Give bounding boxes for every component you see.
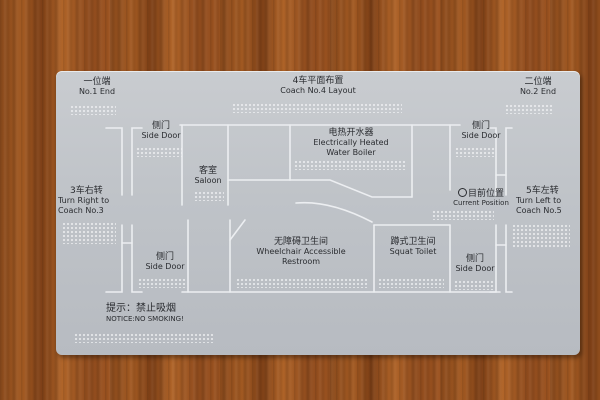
side-door-zh: 侧门: [151, 121, 170, 131]
side-door-top-right-label: 侧门 Side Door: [456, 121, 506, 141]
braille-no-smoking: [74, 333, 214, 343]
braille-accessible-restroom: [236, 278, 368, 288]
no1-end-label: 一位端 No.1 End: [72, 77, 122, 97]
saloon-zh: 客室: [198, 166, 217, 176]
no-smoking-notice: 提示：禁止吸烟 NOTICE:NO SMOKING!: [106, 303, 186, 323]
braille-current-position: [432, 210, 494, 220]
saloon-label: 客室 Saloon: [188, 166, 228, 186]
layout-title-en: Coach No.4 Layout: [280, 86, 356, 96]
water-boiler-zh: 电热开水器: [328, 128, 374, 138]
side-door-en: Side Door: [145, 262, 185, 272]
braille-water-boiler: [294, 160, 406, 170]
turn-right-en-line1: Turn Right to: [58, 196, 110, 206]
turn-right-en-line2: Coach No.3: [58, 205, 104, 215]
accessible-restroom-label: 无障碍卫生间 Wheelchair Accessible Restroom: [246, 237, 356, 266]
turn-right-zh: 3车右转: [70, 186, 103, 196]
braille-side-door-bottom-left: [138, 278, 186, 288]
side-door-en: Side Door: [141, 131, 181, 141]
water-boiler-label: 电热开水器 Electrically Heated Water Boiler: [296, 128, 406, 157]
side-door-zh: 侧门: [465, 254, 484, 264]
layout-title-zh: 4车平面布置: [292, 76, 344, 86]
no-smoking-en: NOTICE:NO SMOKING!: [106, 314, 184, 323]
no1-end-en: No.1 End: [78, 87, 116, 97]
squat-toilet-en: Squat Toilet: [389, 247, 437, 257]
braille-no2-end: [505, 104, 553, 114]
saloon-en: Saloon: [194, 176, 222, 186]
braille-turn-left: [512, 224, 570, 248]
no-smoking-zh: 提示：禁止吸烟: [106, 303, 176, 314]
accessible-restroom-en-line2: Restroom: [281, 256, 321, 266]
turn-right-label: 3车右转 Turn Right to Coach No.3: [58, 186, 122, 215]
braille-side-door-top-left: [136, 147, 182, 157]
turn-left-en-line2: Coach No.5: [516, 205, 562, 215]
current-position-label: 目前位置 Current Position: [450, 188, 512, 207]
accessible-restroom-zh: 无障碍卫生间: [273, 237, 328, 247]
water-boiler-en-line1: Electrically Heated: [313, 138, 389, 148]
squat-toilet-zh: 蹲式卫生间: [390, 237, 436, 247]
accessible-restroom-en-line1: Wheelchair Accessible: [256, 247, 346, 257]
braille-squat-toilet: [378, 278, 444, 288]
no2-end-en: No.2 End: [519, 87, 557, 97]
braille-title: [232, 103, 402, 113]
layout-title: 4车平面布置 Coach No.4 Layout: [258, 76, 378, 96]
side-door-en: Side Door: [455, 264, 495, 274]
turn-left-zh: 5车左转: [526, 186, 559, 196]
braille-turn-right: [62, 222, 116, 244]
side-door-en: Side Door: [461, 131, 501, 141]
water-boiler-en-line2: Water Boiler: [326, 147, 376, 157]
turn-left-label: 5车左转 Turn Left to Coach No.5: [516, 186, 576, 215]
braille-side-door-bottom-right: [454, 280, 494, 290]
squat-toilet-label: 蹲式卫生间 Squat Toilet: [380, 237, 446, 257]
current-position-en: Current Position: [453, 199, 509, 208]
current-position-marker-icon: [457, 188, 467, 197]
no2-end-label: 二位端 No.2 End: [513, 77, 563, 97]
side-door-bottom-left-label: 侧门 Side Door: [142, 252, 188, 272]
side-door-top-left-label: 侧门 Side Door: [136, 121, 186, 141]
no1-end-zh: 一位端: [83, 77, 111, 87]
side-door-zh: 侧门: [155, 252, 174, 262]
current-position-zh-text: 目前位置: [467, 189, 504, 199]
current-position-zh: 目前位置: [450, 188, 512, 199]
braille-saloon: [194, 191, 224, 201]
no2-end-zh: 二位端: [524, 77, 552, 87]
braille-side-door-top-right: [455, 147, 495, 157]
side-door-zh: 侧门: [471, 121, 490, 131]
braille-no1-end: [70, 105, 116, 115]
side-door-bottom-right-label: 侧门 Side Door: [452, 254, 498, 274]
turn-left-en-line1: Turn Left to: [516, 196, 562, 206]
